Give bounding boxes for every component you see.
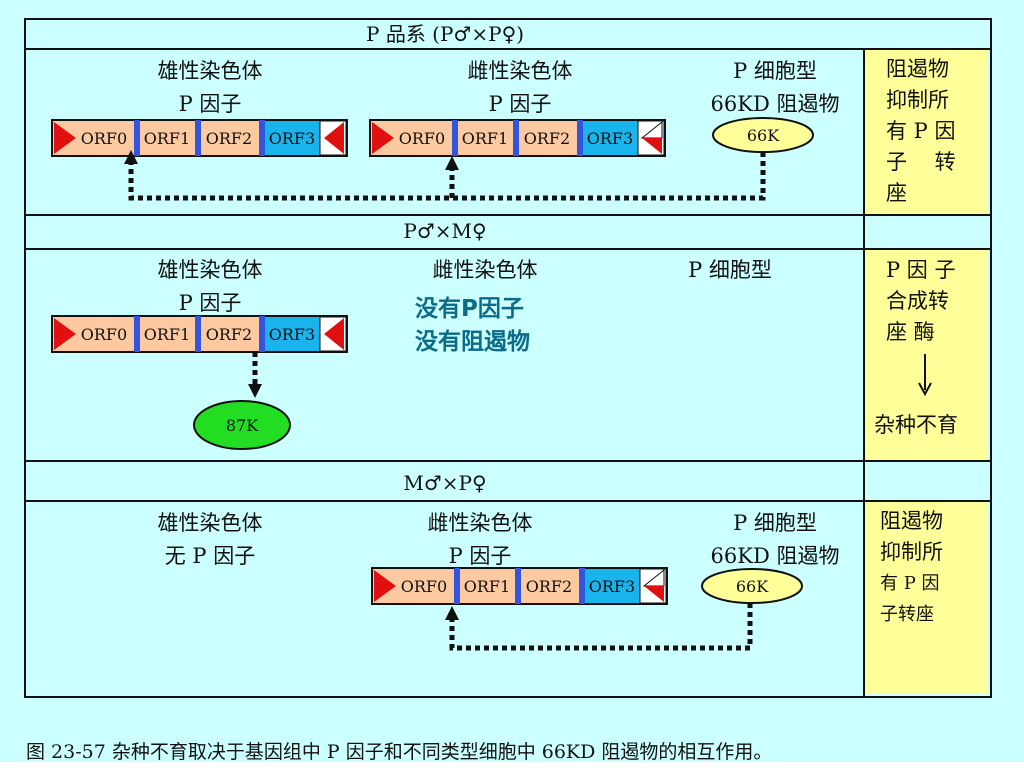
protein-ellipse [193,400,291,450]
divider [24,48,990,50]
cell-type-label: P 细胞型 [733,59,817,83]
female-factor-label: P 因子 [448,544,512,568]
divider [24,248,990,250]
section3-title: M♂×P♀ [403,471,487,495]
orf-label: ORF3 [269,325,315,344]
protein-label: 66K [747,126,780,145]
orf-label: ORF2 [524,129,570,148]
no-p-factor-text: 没有P因子 [415,296,524,322]
male-chromosome-label: 雄性染色体 [157,59,263,83]
orf-label: ORF2 [206,129,252,148]
side-note-3: 阻遏物 抑制所 有 P 因 子转座 [880,509,943,625]
female-chromosome-label: 雌性染色体 [427,511,533,535]
orf-label: ORF0 [399,129,445,148]
divider [24,460,990,462]
arrow-up-icon [445,606,459,620]
footer-strip [0,762,1024,768]
orf-label: ORF0 [81,325,127,344]
arrow-down-icon [248,384,262,398]
orf3-segment [262,121,320,155]
orf-label: ORF1 [144,129,190,148]
cell-type-label: P 细胞型 [733,511,817,535]
column-divider [863,48,865,696]
repressor-path-line [449,603,753,651]
orf-divider [259,316,265,352]
right-inverted-repeat-icon [324,318,344,350]
male-factor-label: P 因子 [178,92,242,116]
orf-divider [195,316,201,352]
orf-divider [134,316,140,352]
down-arrow-icon [918,354,932,397]
female-chromosome-label: 雌性染色体 [467,59,573,83]
section1-title: P 品系 (P♂×P♀) [366,22,524,46]
protein-label: 66K [736,577,769,596]
orf-label: ORF2 [526,577,572,596]
female-chromosome-label: 雌性染色体 [432,258,538,282]
arrow-up-icon [124,150,138,164]
orf-divider [454,568,460,604]
orf-label: ORF3 [589,577,635,596]
cell-type-label: P 细胞型 [688,258,772,282]
arrow-up-icon [445,156,459,170]
side-panel-2 [865,250,988,460]
figure-caption: 图 23-57 杂种不育取决于基因组中 P 因子和不同类型细胞中 66KD 阻遏… [26,741,773,763]
p-element-bar: ORF0 ORF1 ORF2 ORF3 [51,119,348,157]
p-element-bar: ORF0 ORF1 ORF2 ORF3 [369,119,666,157]
no-repressor-text: 没有阻遏物 [415,329,530,355]
orf-divider [577,120,583,156]
divider [24,214,990,216]
side-panel-3 [865,502,988,694]
repressor-label: 66KD 阻遏物 [710,544,840,568]
right-inverted-repeat-icon [324,122,344,154]
side-note-1: 阻遏物 抑制所 有 P 因 子 转 座 [886,57,956,205]
orf-divider [452,120,458,156]
orf-divider [259,120,265,156]
left-inverted-repeat-icon [54,122,76,154]
left-inverted-repeat-icon [372,122,394,154]
orf-label: ORF3 [587,129,633,148]
orf-divider [515,568,521,604]
orf-divider [134,120,140,156]
right-inverted-repeat-icon [642,138,662,154]
side-panel-1 [865,48,988,214]
p-element-bar: ORF0 ORF1 ORF2 ORF3 [51,315,348,353]
female-factor-label: P 因子 [488,92,552,116]
orf-label: ORF0 [81,129,127,148]
protein-label: 87K [226,416,259,435]
section2-title: P♂×M♀ [403,219,487,243]
male-chromosome-label: 雄性染色体 [157,258,263,282]
orf-divider [513,120,519,156]
orf-label: ORF1 [462,129,508,148]
male-chromosome-label: 雄性染色体 [157,511,263,535]
p-element-bar: ORF0 ORF1 ORF2 ORF3 [371,567,668,605]
orf-label: ORF1 [464,577,510,596]
left-inverted-repeat-icon [374,570,396,602]
orf3-segment [262,317,320,351]
orf-divider [579,568,585,604]
orf-label: ORF3 [269,129,315,148]
side-note-2: P 因 子 合成转 座 酶 [886,258,956,344]
orf3-segment [582,569,640,603]
divider [24,500,990,502]
side-result: 杂种不育 [874,413,958,437]
orf3-segment [580,121,638,155]
diagram-frame [24,18,992,698]
repressor-path-line [128,152,766,201]
male-factor-label: P 因子 [178,291,242,315]
right-inverted-repeat-icon [644,586,664,602]
orf-label: ORF0 [401,577,447,596]
orf-divider [195,120,201,156]
left-inverted-repeat-icon [54,318,76,350]
orf-label: ORF1 [144,325,190,344]
male-factor-label: 无 P 因子 [164,544,256,568]
repressor-label: 66KD 阻遏物 [710,92,840,116]
orf-label: ORF2 [206,325,252,344]
